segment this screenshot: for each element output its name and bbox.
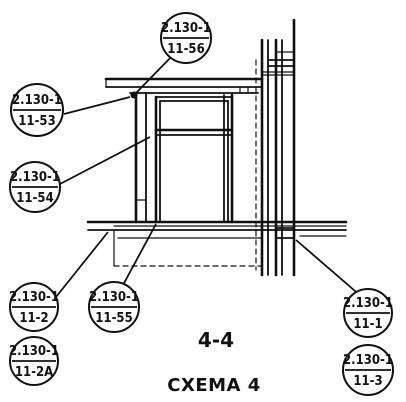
wall-column xyxy=(255,18,296,277)
callout-11-2-top: 2.130-1 xyxy=(9,290,59,305)
callout-11-56: 2.130-1 11-56 xyxy=(160,12,212,64)
callout-11-2-bottom: 11-2 xyxy=(19,311,48,326)
callout-11-53-bottom: 11-53 xyxy=(18,114,55,129)
callout-11-1-bottom: 11-1 xyxy=(353,317,382,332)
callout-11-3-bottom: 11-3 xyxy=(353,374,382,389)
leader-11-56 xyxy=(133,51,177,96)
callout-11-2A-top: 2.130-1 xyxy=(9,344,59,359)
section-label: 4-4 xyxy=(198,328,234,352)
callout-11-3: 2.130-1 11-3 xyxy=(342,344,394,396)
callout-11-55-top: 2.130-1 xyxy=(89,290,139,305)
leader-11-1 xyxy=(295,239,363,298)
callout-11-3-top: 2.130-1 xyxy=(343,353,393,368)
callout-11-56-bottom: 11-56 xyxy=(167,42,204,57)
top-lintel xyxy=(104,77,264,94)
leader-11-2 xyxy=(55,231,109,298)
section-linework xyxy=(86,18,348,277)
callout-11-2A: 2.130-1 11-2A xyxy=(9,336,59,386)
leader-11-53 xyxy=(63,96,131,115)
callout-11-1-top: 2.130-1 xyxy=(343,296,393,311)
callout-11-54-top: 2.130-1 xyxy=(10,170,60,185)
callout-11-54: 2.130-1 11-54 xyxy=(9,161,61,213)
window-frame xyxy=(134,91,234,224)
callout-11-56-top: 2.130-1 xyxy=(161,21,211,36)
callout-11-54-bottom: 11-54 xyxy=(16,191,53,206)
callout-11-55: 2.130-1 11-55 xyxy=(88,281,140,333)
callout-11-53-top: 2.130-1 xyxy=(12,93,62,108)
leader-lines xyxy=(55,51,363,299)
leader-dot-11-56 xyxy=(130,91,138,99)
scheme-label: СХЕМА 4 xyxy=(167,375,261,396)
callout-11-2: 2.130-1 11-2 xyxy=(9,282,59,332)
callout-11-2A-bottom: 11-2A xyxy=(15,365,53,380)
callout-11-1: 2.130-1 11-1 xyxy=(343,288,393,338)
callout-11-55-bottom: 11-55 xyxy=(95,311,132,326)
floor-slab xyxy=(86,220,348,267)
callout-11-53: 2.130-1 11-53 xyxy=(10,83,64,137)
leader-11-54 xyxy=(59,136,151,185)
